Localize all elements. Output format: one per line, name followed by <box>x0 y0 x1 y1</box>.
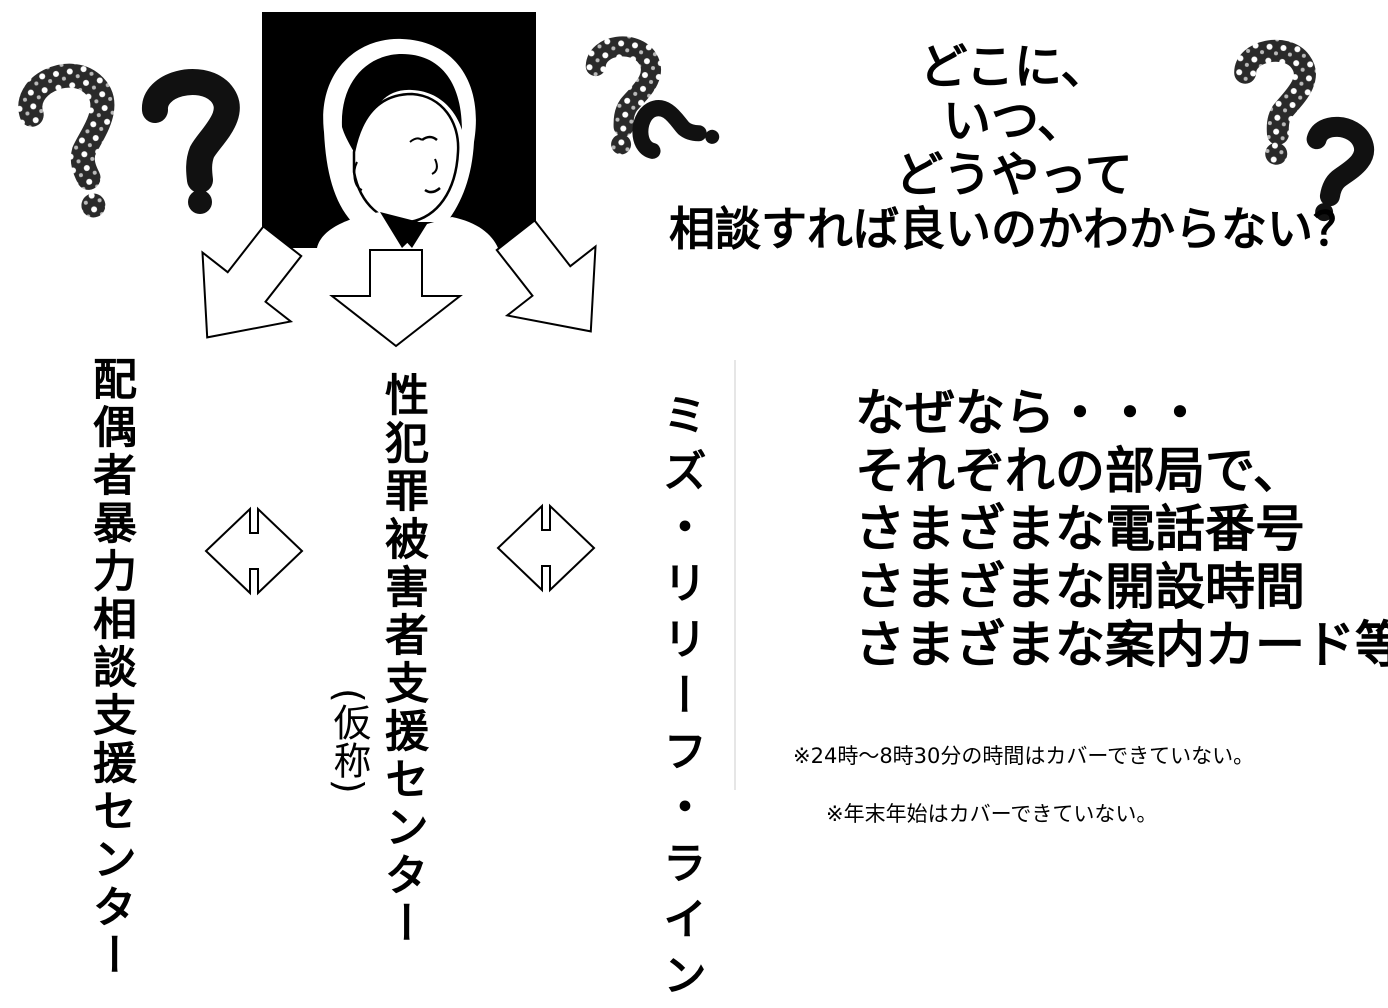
reason-line-3: さまざまな電話番号 <box>855 500 1305 558</box>
note-hours: ※24時～8時30分の時間はカバーできていない。 <box>793 744 1255 768</box>
center-middle-label: 性犯罪被害者支援センター <box>377 372 428 948</box>
headline-line-3: どうやって <box>895 147 1133 203</box>
reason-line-5: さまざまな案内カード等 <box>855 616 1388 674</box>
question-mark-icon <box>142 69 240 214</box>
center-right-label: ミズ・リリーフ・ライン <box>655 392 706 1008</box>
question-mark-icon <box>18 63 115 218</box>
woman-portrait <box>262 12 536 248</box>
center-middle-note: (仮称) <box>327 688 371 794</box>
question-mark-icon <box>585 36 661 155</box>
question-mark-icon <box>1234 39 1316 165</box>
down-arrow-icon <box>201 225 303 339</box>
double-arrow-icon <box>204 506 304 596</box>
arrows <box>201 219 736 790</box>
headline-line-4: 相談すれば良いのかわからない？ <box>669 202 1359 256</box>
double-arrow-icon <box>496 503 596 593</box>
down-arrow-icon <box>329 249 463 348</box>
reasons-block: なぜなら・・・ それぞれの部局で、 さまざまな電話番号 さまざまな開設時間 さま… <box>855 384 1388 674</box>
headline-line-2: いつ、 <box>942 93 1086 149</box>
question-marks <box>18 36 1374 222</box>
headline-line-1: どこに、 <box>919 39 1109 95</box>
center-left-label: 配偶者暴力相談支援センター <box>85 356 136 980</box>
reason-line-4: さまざまな開設時間 <box>855 558 1305 616</box>
question-mark-icon <box>632 100 720 159</box>
down-arrow-icon <box>495 219 597 333</box>
reason-line-1: なぜなら・・・ <box>855 384 1205 442</box>
reason-line-2: それぞれの部局で、 <box>855 442 1303 500</box>
note-holidays: ※年末年始はカバーできていない。 <box>826 802 1158 826</box>
headline: どこに、 いつ、 どうやって 相談すれば良いのかわからない？ <box>640 40 1388 256</box>
question-mark-icon <box>1306 116 1374 222</box>
